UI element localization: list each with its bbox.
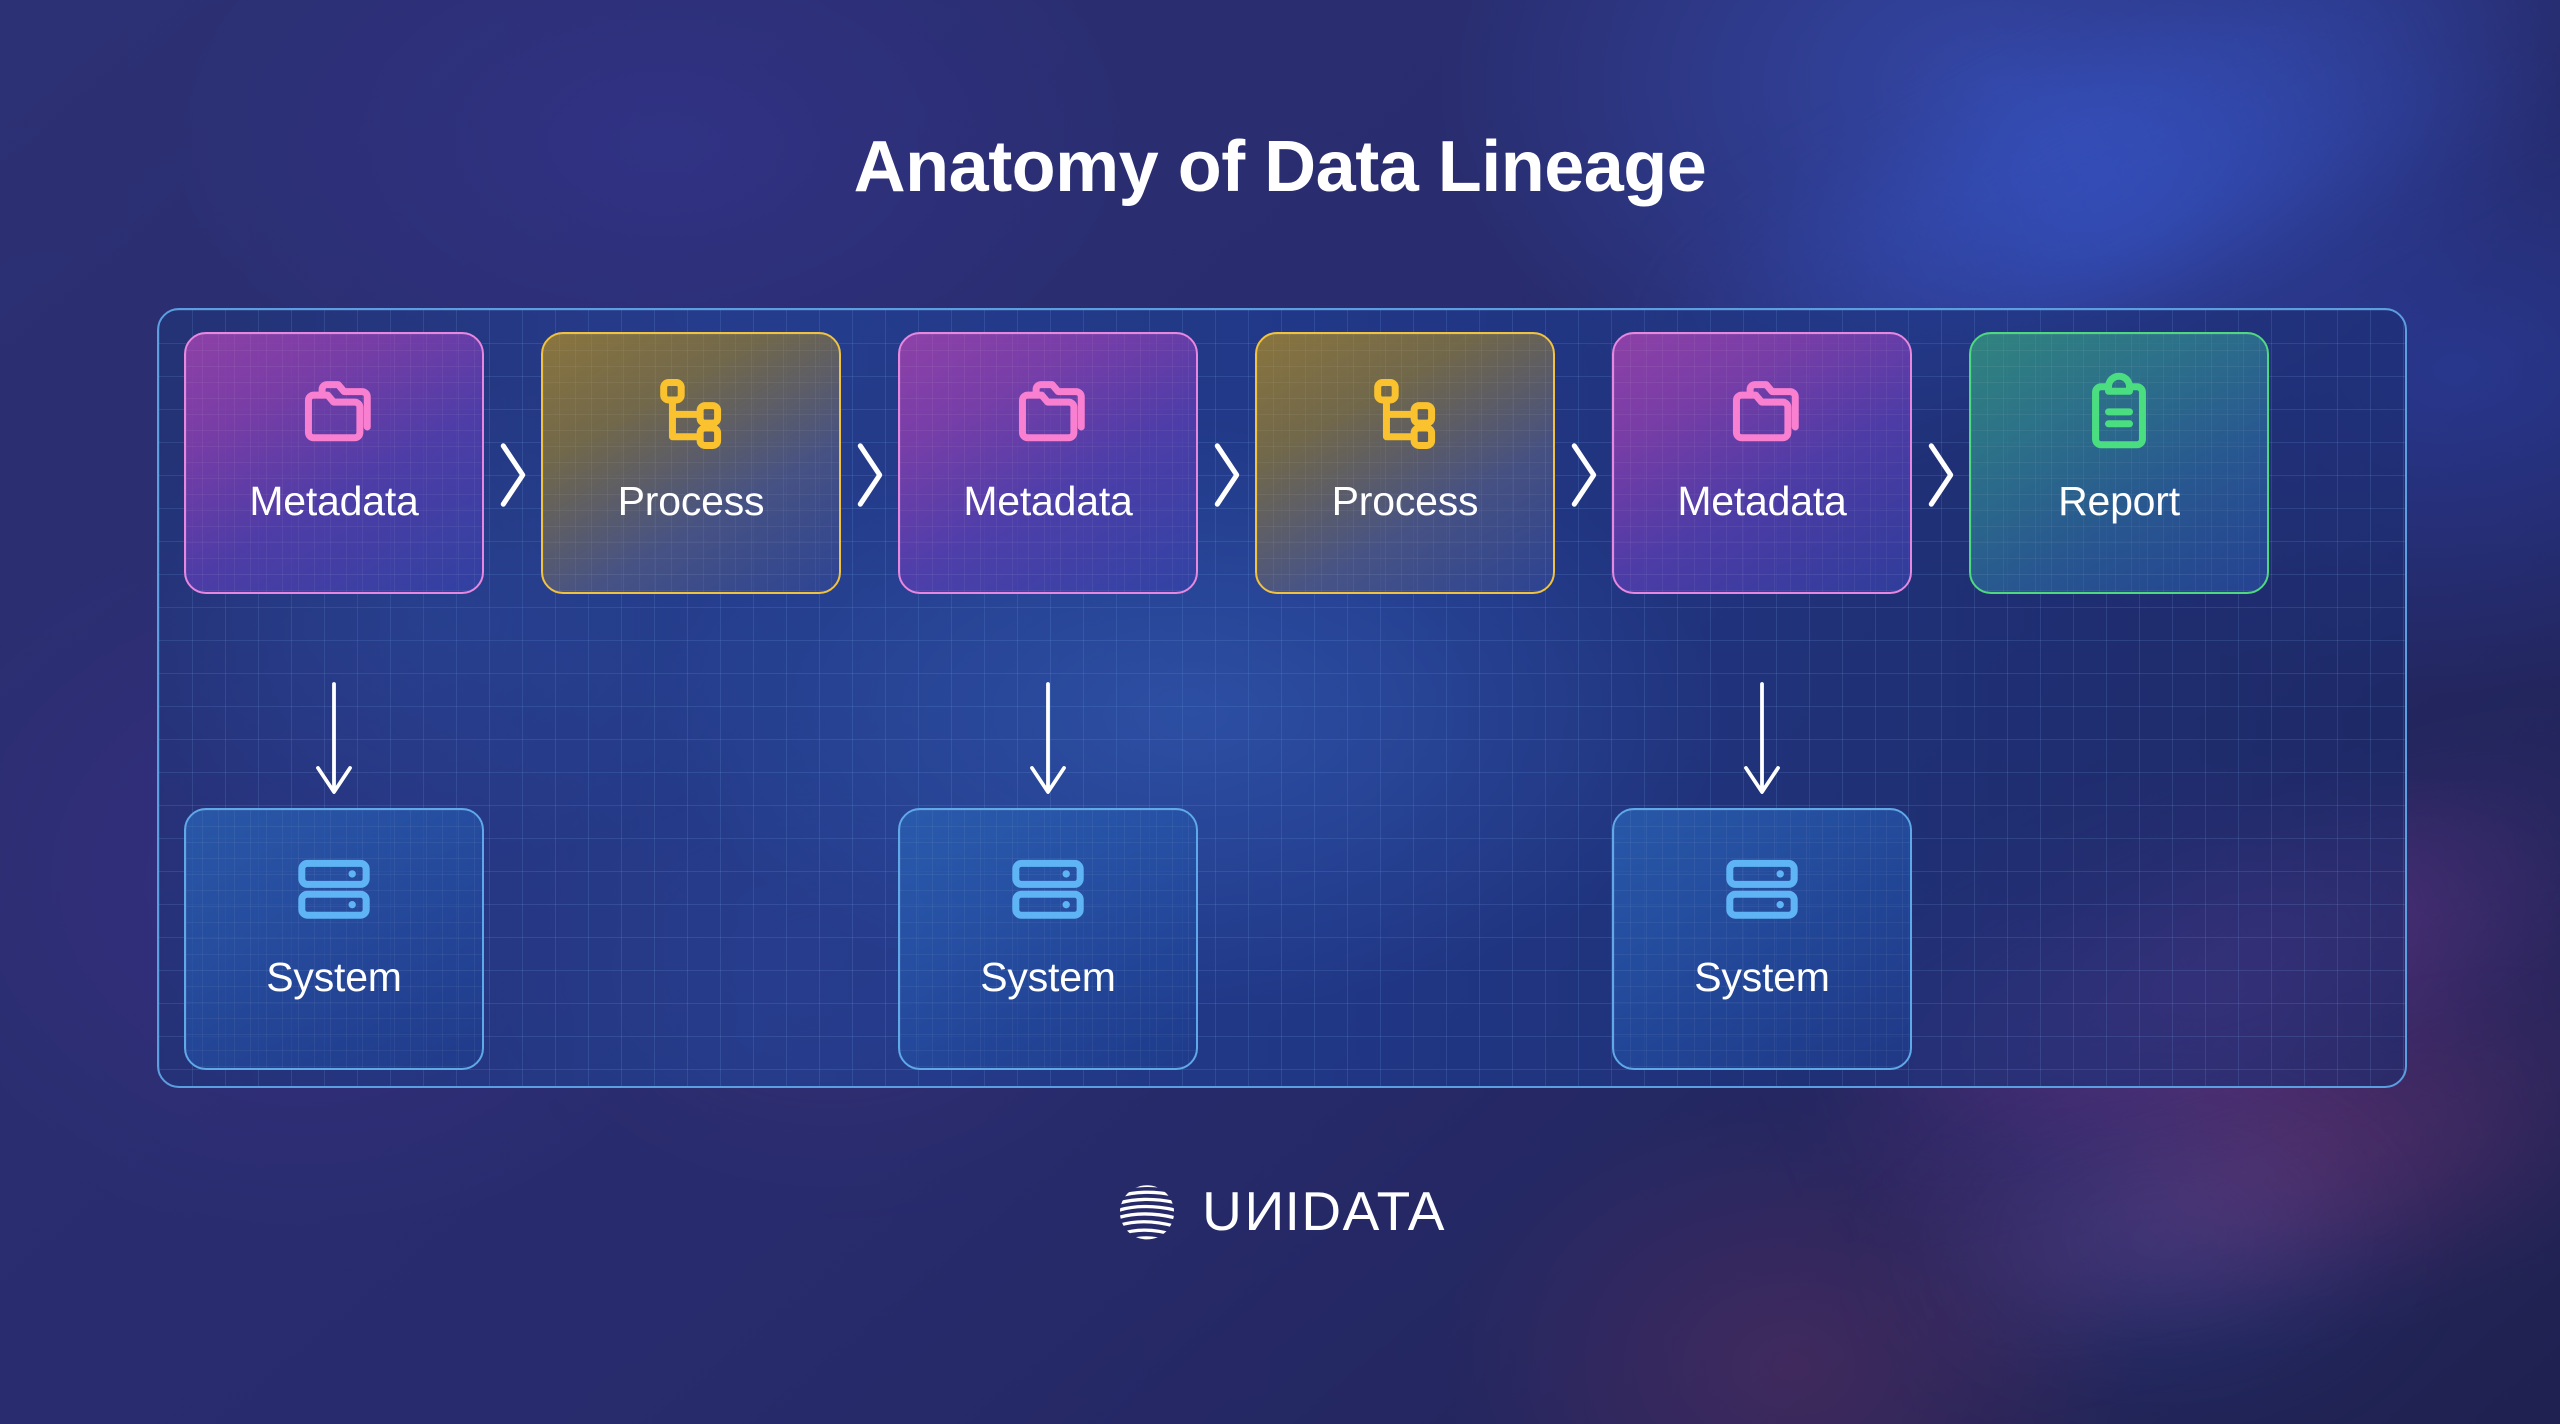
- folders-icon: [1002, 372, 1094, 456]
- wordmark-part-u: U: [1202, 1180, 1244, 1242]
- chevron-right-icon: [1921, 440, 1961, 510]
- chevron-right-icon: [850, 440, 890, 510]
- card-label: Process: [617, 478, 765, 524]
- lineage-node-process-1[interactable]: Process: [541, 332, 841, 594]
- arrow-down-icon: [1024, 680, 1072, 800]
- arrow-down-icon: [310, 680, 358, 800]
- hierarchy-icon: [645, 372, 737, 456]
- chevron-right-icon: [1207, 440, 1247, 510]
- card-label: Metadata: [1677, 478, 1847, 524]
- brand-logo: UNIDATA: [0, 1178, 2560, 1244]
- server-stack-icon: [288, 848, 380, 932]
- card-metadata[interactable]: Metadata: [898, 332, 1198, 594]
- striped-globe-icon: [1120, 1185, 1175, 1240]
- lineage-node-metadata-2[interactable]: Metadata: [898, 332, 1198, 594]
- card-label: Report: [2058, 478, 2180, 524]
- lineage-node-system-1[interactable]: System: [898, 808, 1198, 1070]
- card-label: Metadata: [963, 478, 1133, 524]
- folders-icon: [1716, 372, 1808, 456]
- card-process[interactable]: Process: [541, 332, 841, 594]
- card-label: System: [266, 954, 402, 1000]
- lineage-bottom-row: System System System: [159, 808, 2405, 1086]
- arrow-down-icon: [1738, 680, 1786, 800]
- card-metadata[interactable]: Metadata: [1612, 332, 1912, 594]
- lineage-node-metadata-0[interactable]: Metadata: [184, 332, 484, 594]
- card-label: Metadata: [249, 478, 419, 524]
- lineage-top-row: Metadata Process Metadata Process Metadata Re…: [159, 332, 2405, 617]
- lineage-node-report-5[interactable]: Report: [1969, 332, 2269, 594]
- chevron-right-icon: [1564, 440, 1604, 510]
- chevron-right-icon: [493, 440, 533, 510]
- card-system[interactable]: System: [184, 808, 484, 1070]
- card-system[interactable]: System: [898, 808, 1198, 1070]
- wordmark-part-rest: IDATA: [1284, 1180, 1446, 1242]
- server-stack-icon: [1002, 848, 1094, 932]
- lineage-diagram-container: Metadata Process Metadata Process Metadata Re…: [157, 308, 2407, 1088]
- lineage-node-system-0[interactable]: System: [184, 808, 484, 1070]
- card-label: Process: [1331, 478, 1479, 524]
- card-label: System: [1694, 954, 1830, 1000]
- lineage-node-system-2[interactable]: System: [1612, 808, 1912, 1070]
- page-title: Anatomy of Data Lineage: [853, 127, 1707, 207]
- lineage-node-metadata-4[interactable]: Metadata: [1612, 332, 1912, 594]
- card-system[interactable]: System: [1612, 808, 1912, 1070]
- card-report[interactable]: Report: [1969, 332, 2269, 594]
- brand-wordmark: UNIDATA: [1202, 1179, 1446, 1243]
- folders-icon: [288, 372, 380, 456]
- lineage-node-process-3[interactable]: Process: [1255, 332, 1555, 594]
- clipboard-icon: [2073, 372, 2165, 456]
- card-label: System: [980, 954, 1116, 1000]
- hierarchy-icon: [1359, 372, 1451, 456]
- card-process[interactable]: Process: [1255, 332, 1555, 594]
- server-stack-icon: [1716, 848, 1808, 932]
- wordmark-part-n: N: [1243, 1180, 1285, 1242]
- card-metadata[interactable]: Metadata: [184, 332, 484, 594]
